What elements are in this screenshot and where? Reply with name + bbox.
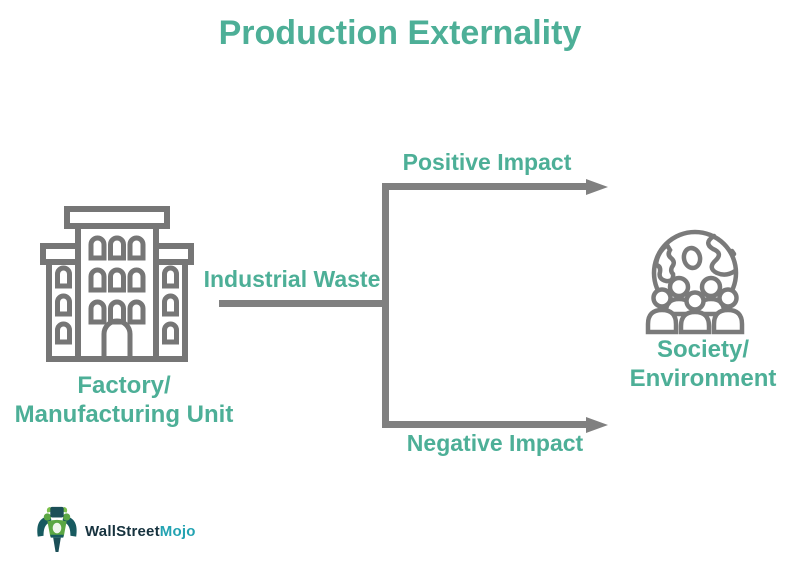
positive-impact-label: Positive Impact xyxy=(402,149,572,175)
brand-mojo-text: Mojo xyxy=(159,523,196,540)
factory-building-icon xyxy=(40,206,194,367)
negative-arrow-shaft xyxy=(382,421,586,428)
positive-arrowhead-icon xyxy=(586,178,608,195)
brand-wordmark: WallStreetMojo xyxy=(85,523,196,540)
negative-arrowhead-icon xyxy=(586,416,608,433)
society-label-line1: Society/ xyxy=(656,336,750,363)
brand-wallstreet-text: WallStreet xyxy=(85,523,160,540)
page-title: Production Externality xyxy=(218,14,582,52)
wallstreetmojo-logo: WallStreetMojo xyxy=(34,505,196,558)
society-label-line2: Environment xyxy=(629,365,777,392)
factory-label-line2: Manufacturing Unit xyxy=(14,401,234,428)
factory-label-line1: Factory/ xyxy=(77,372,171,399)
wallstreetmojo-bull-icon xyxy=(34,505,80,558)
branch-vertical-line xyxy=(382,183,389,428)
globe-people-icon xyxy=(643,227,747,340)
negative-impact-label: Negative Impact xyxy=(406,430,584,456)
positive-arrow-shaft xyxy=(382,183,586,190)
industrial-waste-connector-line xyxy=(219,300,389,307)
factory-node-label: Factory/ Manufacturing Unit xyxy=(4,371,244,429)
industrial-waste-label: Industrial Waste xyxy=(203,266,381,292)
society-node-label: Society/ Environment xyxy=(603,335,800,393)
